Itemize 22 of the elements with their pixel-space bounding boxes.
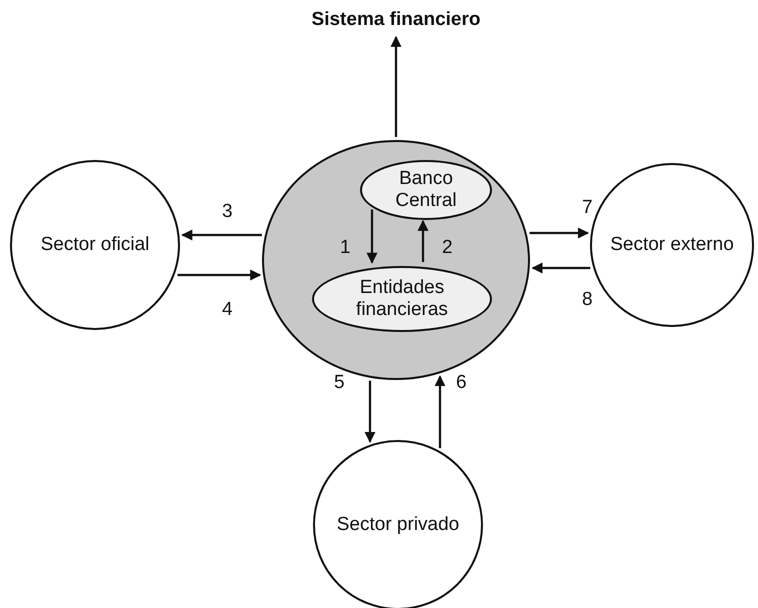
sector-circle: Sector oficial bbox=[10, 160, 180, 330]
arrow bbox=[532, 262, 590, 274]
arrow bbox=[390, 36, 402, 137]
arrow bbox=[530, 228, 589, 238]
edge-label: 3 bbox=[222, 202, 233, 222]
edge-label: 5 bbox=[334, 373, 345, 393]
entity-ellipse: Entidades financieras bbox=[312, 266, 492, 332]
sector-circle: Sector privado bbox=[313, 440, 483, 608]
arrow bbox=[178, 270, 262, 280]
edge-label: 7 bbox=[582, 198, 593, 218]
arrow bbox=[366, 209, 378, 264]
edge-label: 2 bbox=[442, 238, 453, 258]
arrow bbox=[364, 380, 376, 443]
edge-label: 1 bbox=[340, 238, 351, 258]
edge-label: 8 bbox=[582, 290, 593, 310]
arrow bbox=[418, 220, 428, 262]
edge-label: 4 bbox=[222, 300, 233, 320]
arrow bbox=[181, 230, 262, 240]
entity-ellipse: Banco Central bbox=[360, 160, 492, 220]
edge-label: 6 bbox=[456, 373, 467, 393]
heading-text: Sistema financiero bbox=[300, 6, 492, 34]
arrow bbox=[434, 375, 446, 448]
